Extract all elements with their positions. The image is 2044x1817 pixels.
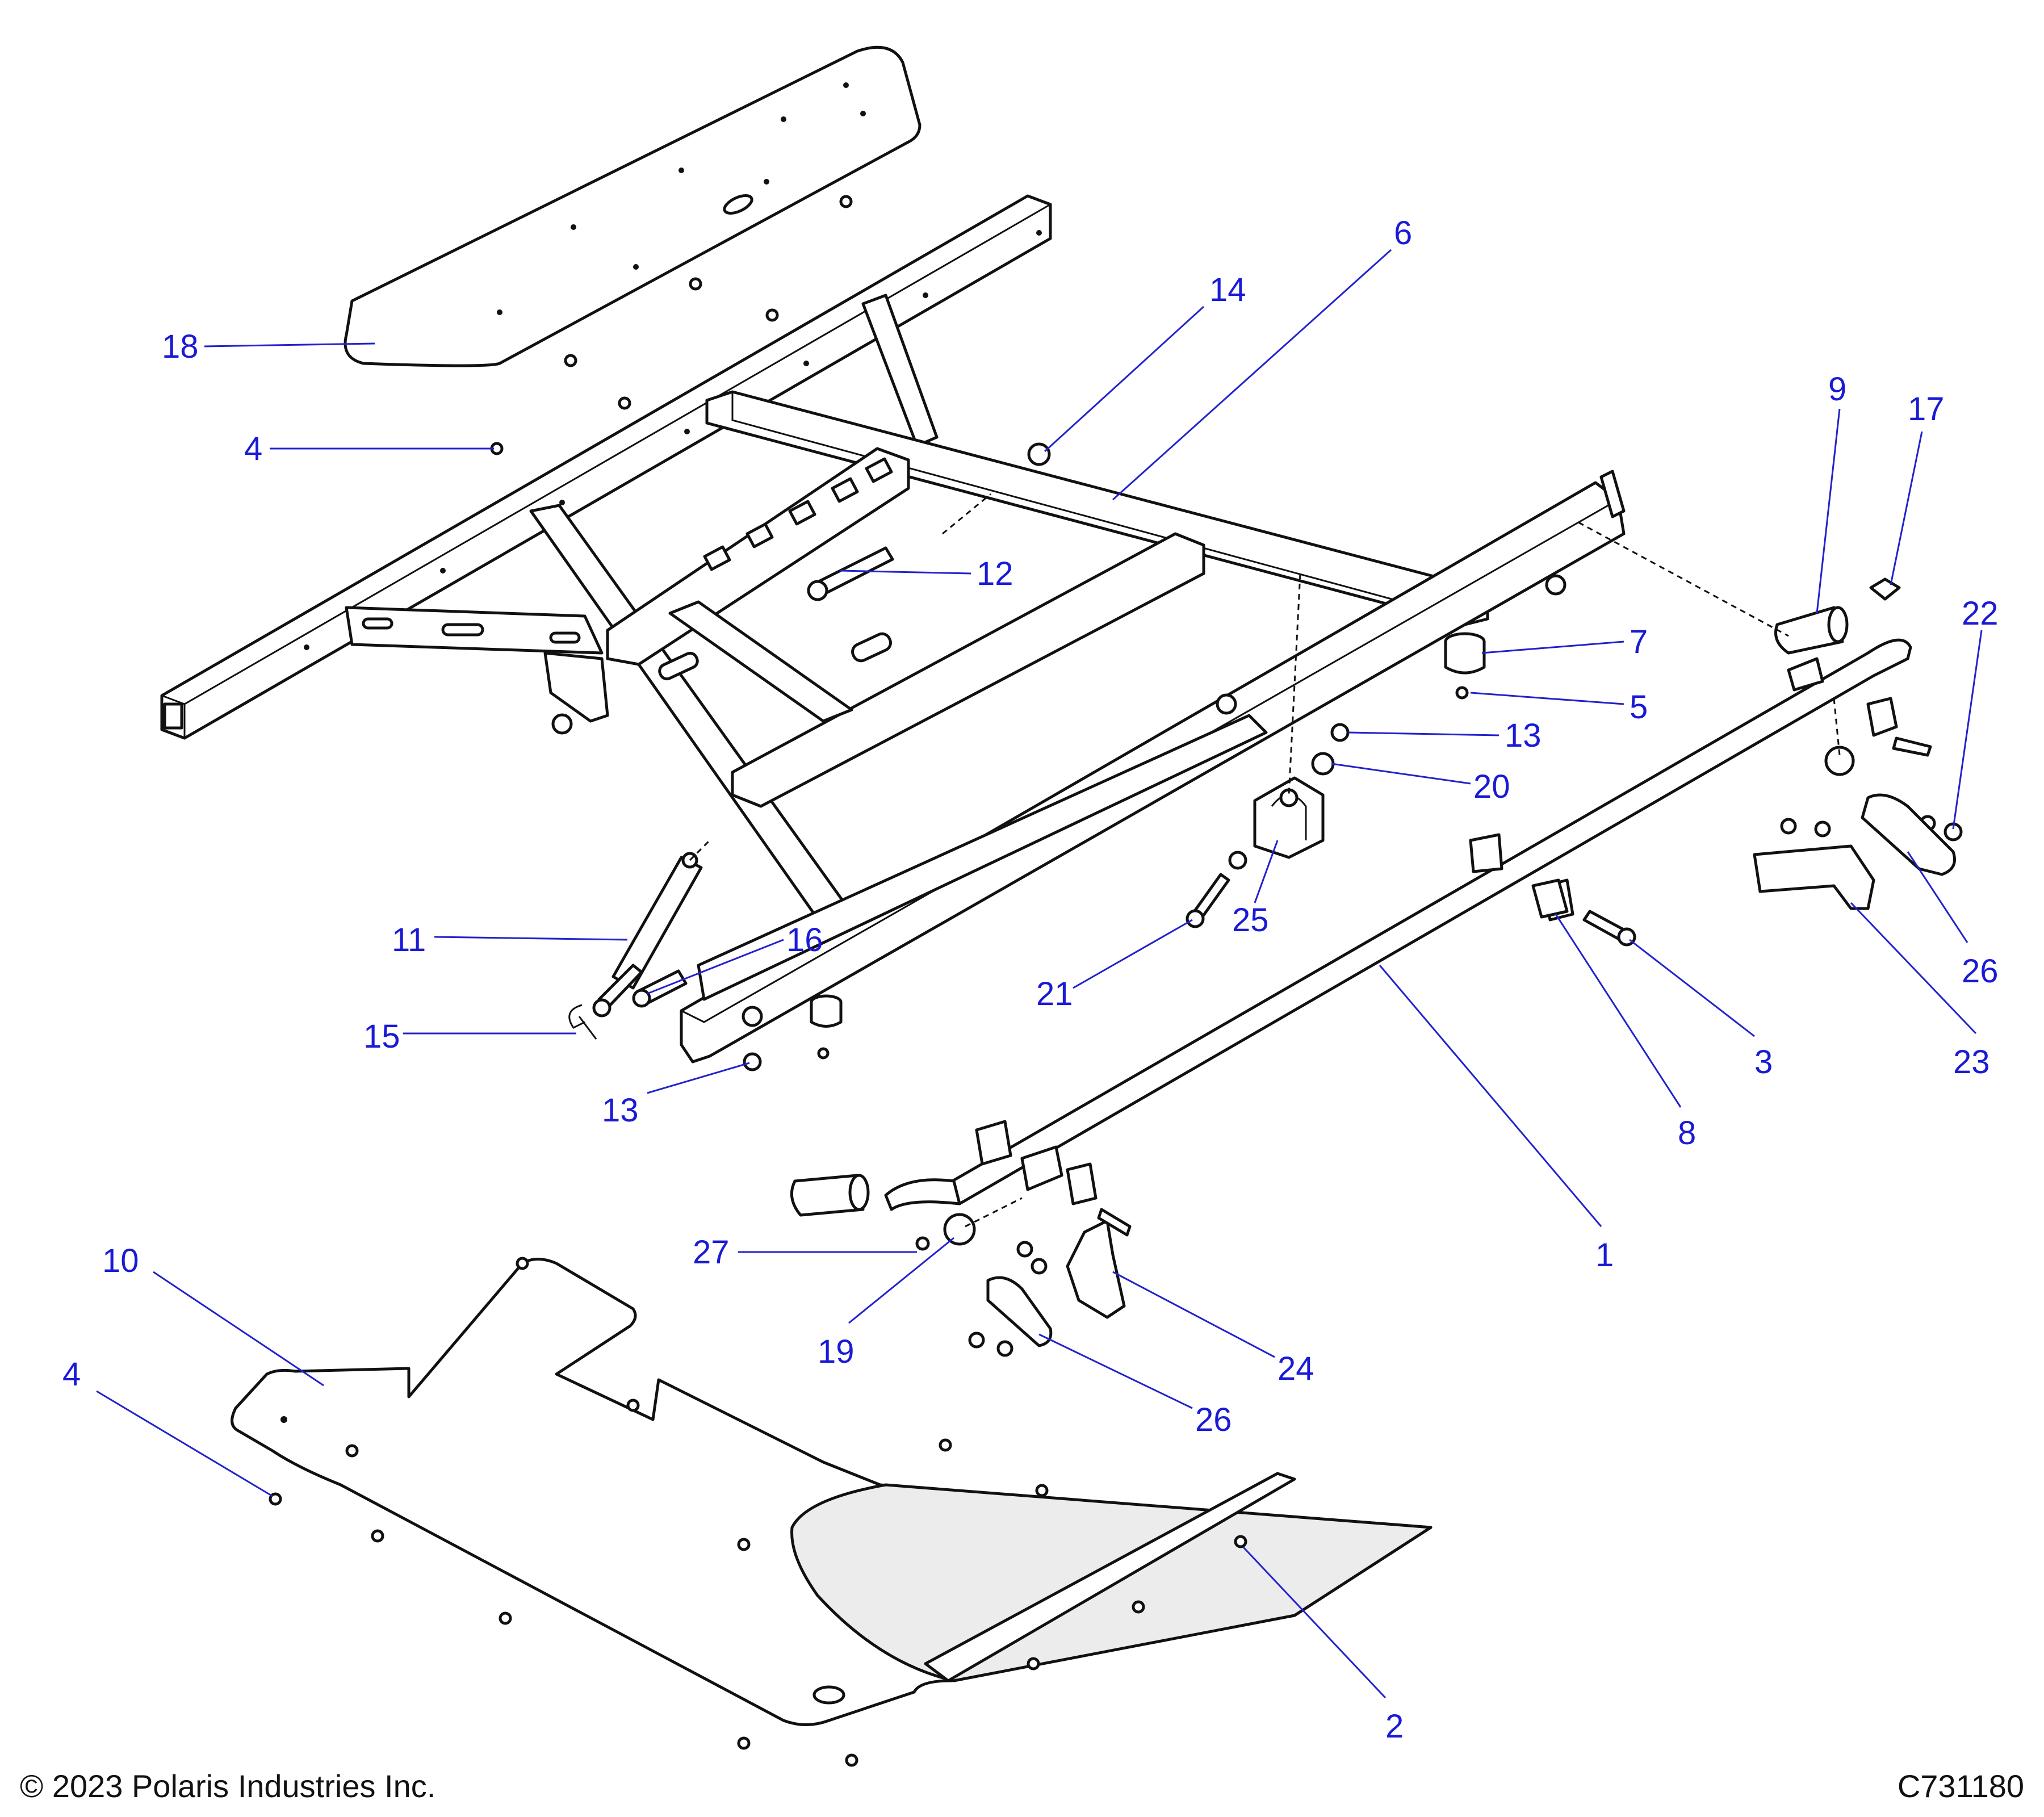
callout-23: 23 xyxy=(1953,1044,1990,1081)
callout-19: 19 xyxy=(818,1333,855,1370)
callout-2: 2 xyxy=(1385,1708,1404,1745)
callout-11: 11 xyxy=(392,922,426,958)
callout-16: 16 xyxy=(786,922,823,958)
part-19-bushing xyxy=(943,1213,976,1246)
callout-24: 24 xyxy=(1278,1350,1314,1387)
callout-12: 12 xyxy=(977,555,1013,592)
part-17-spring xyxy=(1869,577,1901,601)
part-6-frame xyxy=(160,194,1626,1064)
callout-21: 21 xyxy=(1036,976,1073,1012)
part-5-screw xyxy=(1455,686,1469,700)
part-7-bumper xyxy=(1444,632,1486,675)
part-27-nut xyxy=(915,1236,930,1251)
callout-4: 4 xyxy=(62,1356,81,1393)
fasteners-4 xyxy=(490,195,853,455)
part-3-bolt xyxy=(1582,910,1636,947)
part-15-clip xyxy=(568,1004,597,1040)
assembly-lines xyxy=(689,493,1841,1228)
callout-4: 4 xyxy=(244,430,262,467)
lower-bumper xyxy=(810,994,843,1060)
part-8-clamp xyxy=(1531,878,1569,919)
part-20-washer xyxy=(1228,752,1335,870)
callout-10: 10 xyxy=(102,1242,139,1279)
part-18-panel xyxy=(344,45,922,367)
callout-25: 25 xyxy=(1232,902,1269,939)
part-9-sleeve xyxy=(1774,606,1849,655)
rod-clamps xyxy=(975,657,1898,1205)
callout-20: 20 xyxy=(1473,768,1510,805)
callout-14: 14 xyxy=(1209,271,1246,308)
part-26-bracket-left xyxy=(968,1276,1053,1357)
part-10-skid-plate xyxy=(231,1257,1433,1767)
callout-26: 26 xyxy=(1962,953,1999,990)
callout-9: 9 xyxy=(1828,371,1846,408)
lower-sleeve xyxy=(790,1174,870,1217)
callout-18: 18 xyxy=(162,328,199,365)
callout-15: 15 xyxy=(363,1018,400,1055)
part-1-rod xyxy=(884,638,1912,1211)
part-23-bracket xyxy=(1753,844,1875,910)
callout-8: 8 xyxy=(1678,1115,1696,1152)
part-24-bracket xyxy=(1016,1208,1132,1319)
callout-22: 22 xyxy=(1962,595,1999,632)
part-21-bolt xyxy=(1186,873,1230,928)
part-22-bolt xyxy=(1892,736,1963,841)
part-13-nut xyxy=(743,723,1350,1071)
callout-6: 6 xyxy=(1394,215,1412,252)
part-26-bracket-right xyxy=(1780,793,1956,876)
part-14-nut xyxy=(1027,442,1051,466)
callout-27: 27 xyxy=(693,1234,730,1271)
part-11-strut xyxy=(592,852,703,1018)
leader-lines xyxy=(96,249,1983,1699)
callout-1: 1 xyxy=(1595,1237,1614,1274)
callout-13: 13 xyxy=(602,1092,639,1129)
callout-26: 26 xyxy=(1195,1401,1232,1438)
copyright-text: © 2023 Polaris Industries Inc. xyxy=(20,1768,435,1804)
callout-17: 17 xyxy=(1908,391,1945,428)
part-12-pin xyxy=(807,546,894,601)
drawing-id: C731180 xyxy=(1898,1768,2024,1804)
callout-7: 7 xyxy=(1630,623,1648,660)
callout-3: 3 xyxy=(1754,1044,1773,1081)
callout-13: 13 xyxy=(1505,717,1542,754)
callout-5: 5 xyxy=(1630,689,1648,726)
callout-labels: 18 4 14 6 9 17 22 12 7 5 13 20 25 21 11 … xyxy=(62,215,1999,1745)
